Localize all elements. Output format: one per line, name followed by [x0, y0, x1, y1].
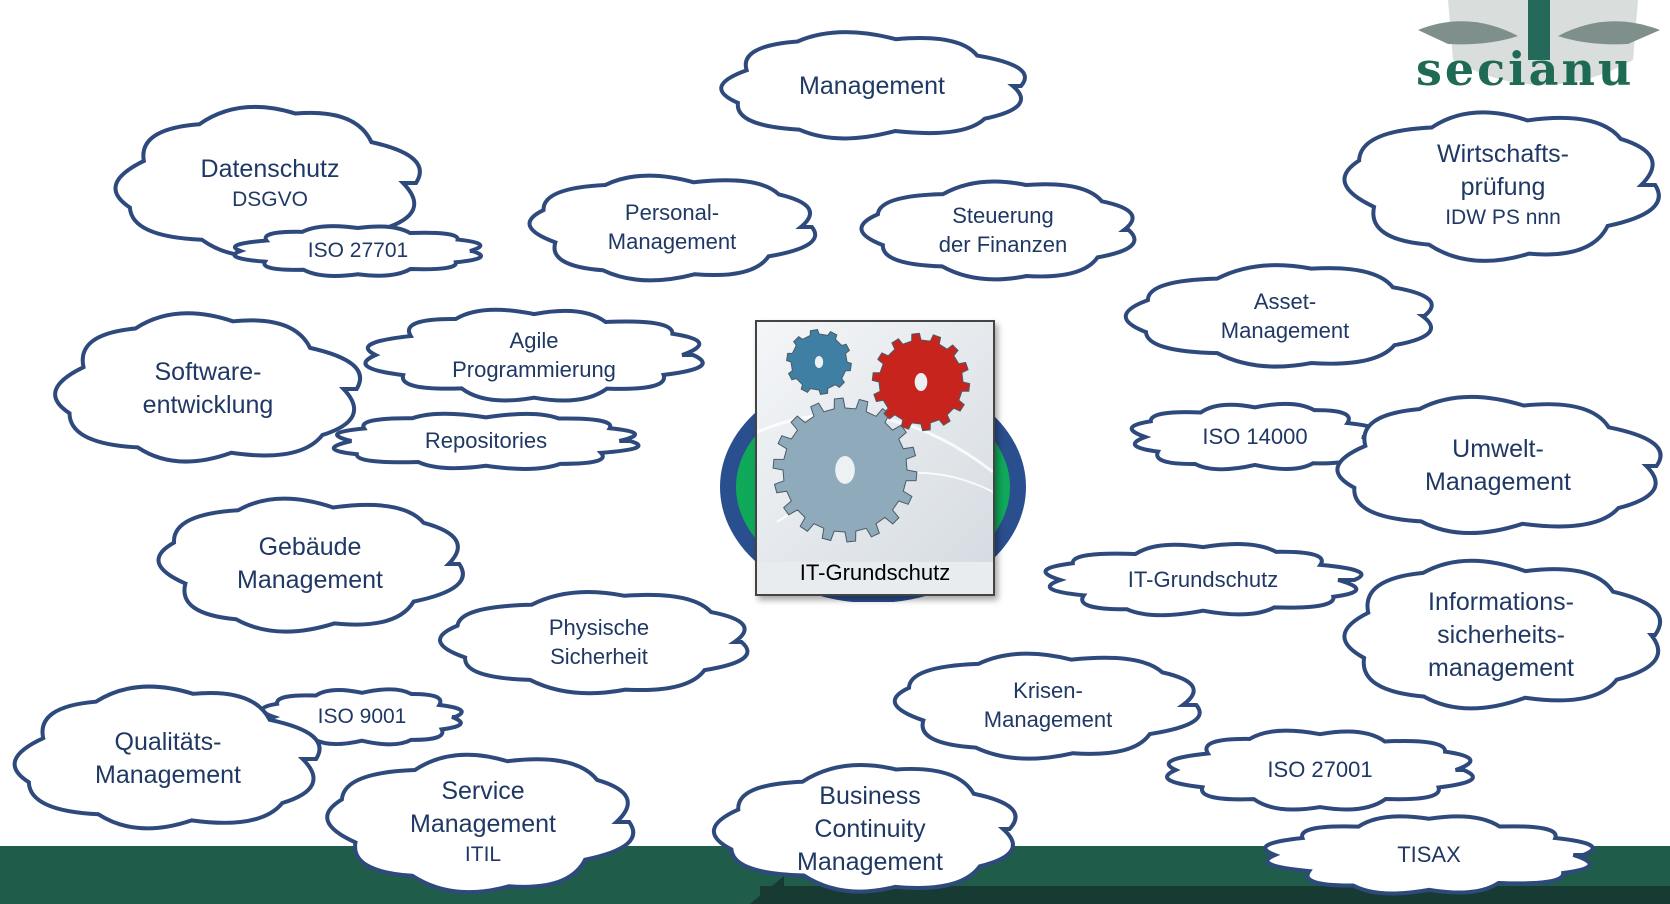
cloud-shape	[858, 172, 1148, 288]
cloud-shape	[362, 302, 706, 408]
cloud-shape	[1338, 96, 1668, 274]
cloud-shape	[1040, 538, 1366, 622]
secianu-logo: secianu	[1408, 0, 1670, 112]
cloud-shape	[436, 582, 762, 702]
it-grundschutz-image: IT-Grundschutz	[755, 320, 995, 596]
cloud-shape	[232, 222, 484, 280]
cloud-shape	[1328, 384, 1668, 548]
cloud-shape	[48, 300, 368, 478]
cloud-shape	[888, 642, 1208, 768]
cloud-shape	[712, 22, 1032, 150]
gear-icon	[772, 397, 918, 543]
cloud-shape	[256, 684, 468, 750]
cloud-repositories: Repositories	[326, 408, 646, 474]
cloud-asset: Asset-Management	[1122, 256, 1448, 376]
cloud-tisax: TISAX	[1262, 810, 1596, 900]
cloud-iso27001: ISO 27001	[1164, 724, 1476, 816]
cloud-software: Software-entwicklung	[48, 300, 368, 478]
cloud-shape	[710, 754, 1030, 904]
cloud-shape	[1122, 256, 1448, 376]
cloud-umwelt: Umwelt-Management	[1328, 384, 1668, 548]
eagle-shield-icon	[1418, 0, 1660, 85]
cloud-shape	[522, 164, 822, 290]
gear-icon	[786, 329, 852, 395]
cloud-krisen: Krisen-Management	[888, 642, 1208, 768]
gears-icon	[756, 322, 994, 562]
cloud-shape	[1126, 398, 1384, 476]
cloud-shape	[1164, 724, 1476, 816]
cloud-shape	[150, 484, 470, 644]
cloud-management: Management	[712, 22, 1032, 150]
logo-text: secianu	[1416, 42, 1635, 96]
cloud-iso27701: ISO 27701	[232, 222, 484, 280]
cloud-shape	[322, 740, 644, 904]
center-caption: IT-Grundschutz	[799, 560, 951, 585]
cloud-personal: Personal-Management	[522, 164, 822, 290]
cloud-shape	[1262, 810, 1596, 900]
cloud-qualitaet: Qualitäts-Management	[8, 674, 328, 844]
cloud-shape	[1334, 546, 1668, 724]
cloud-shape	[326, 408, 646, 474]
gear-icon	[871, 332, 971, 432]
cloud-itgrundschutz: IT-Grundschutz	[1040, 538, 1366, 622]
cloud-infosec: Informations-sicherheits-management	[1334, 546, 1668, 724]
cloud-shape	[8, 674, 328, 844]
